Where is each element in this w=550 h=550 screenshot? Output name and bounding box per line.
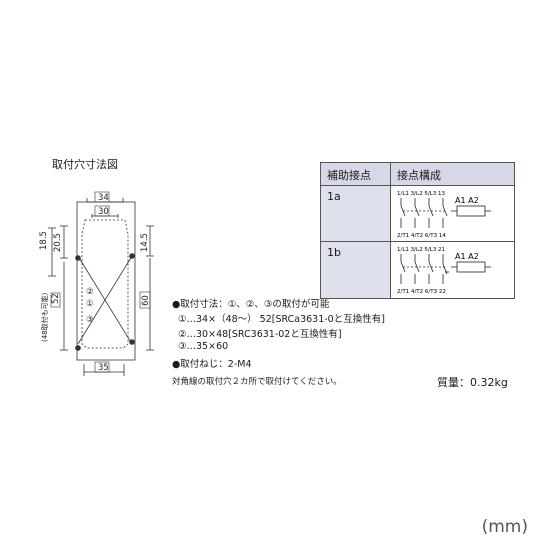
hole-marker-1: ① (86, 299, 94, 309)
dim-left-mid: 20.5 (53, 233, 63, 252)
dim-right-tall: 60 (141, 295, 151, 306)
dim-top-inner: 30 (98, 207, 109, 217)
hole-marker-2: ② (86, 287, 94, 297)
unit-label: (mm) (481, 517, 528, 537)
mount-screws: ●取付ねじ：2-M4 (172, 359, 252, 370)
mounting-hole-bottom-left (75, 345, 81, 351)
dim-left-note: (48取付も可能) (40, 292, 49, 342)
diagram-title: 取付穴寸法図 (52, 158, 118, 171)
table-row: 1b 1/L1 3/L2 5/L3 21 A1 A2 2/T1 4/T2 6/T… (321, 242, 514, 298)
header-aux-contact: 補助接点 (321, 163, 391, 185)
schematic-1a-svg: 1/L1 3/L2 5/L3 13 A1 A2 2/T1 4/T2 6/T3 1… (397, 191, 491, 239)
mounting-hole-bottom-right (129, 339, 135, 345)
row-type: 1a (321, 186, 391, 241)
dim-bottom: 35 (98, 363, 109, 373)
header-contact-config: 接点構成 (397, 169, 441, 182)
hole-marker-3: ③ (86, 315, 94, 325)
schematic-bottom-labels: 2/T1 4/T2 6/T3 14 (397, 233, 446, 239)
schematic-coil-label: A1 A2 (455, 196, 479, 205)
diagonal-note: 対角線の取付穴２カ所で取付けてください。 (172, 377, 342, 387)
mounting-hole-top-right (129, 253, 135, 259)
schematic-1b-svg: 1/L1 3/L2 5/L3 21 A1 A2 2/T1 4/T2 6/T3 2… (397, 247, 491, 295)
table-row: 1a 1/L1 3/L2 5/L3 13 A1 A2 2/T1 4/T2 6/T… (321, 186, 514, 242)
row-type: 1b (321, 242, 391, 298)
schematic-top-labels: 1/L1 3/L2 5/L3 21 (397, 247, 445, 253)
mount-dims-heading: ●取付寸法：①、②、③の取付が可能 (172, 299, 330, 310)
table-header: 補助接点 接点構成 (321, 163, 514, 186)
mount-option-2: ②…30×48[SRC3631-02と互換性有] (178, 329, 342, 340)
diagonal-line-2 (77, 255, 133, 345)
dim-left-top: 18.5 (39, 231, 49, 250)
schematic-coil-label: A1 A2 (455, 252, 479, 261)
dim-right-top: 14.5 (140, 233, 150, 252)
schematic-bottom-labels: 2/T1 4/T2 6/T3 22 (397, 289, 446, 295)
schematic-top-labels: 1/L1 3/L2 5/L3 13 (397, 191, 445, 197)
contact-table: 補助接点 接点構成 1a 1/L1 3/L2 5/L3 13 A1 A2 2/T… (320, 162, 515, 299)
mount-option-1: ①…34×（48～） 52[SRCa3631-0と互換性有] (178, 314, 385, 325)
weight: 質量：0.32kg (437, 376, 508, 389)
contact-schematic-1a: 1/L1 3/L2 5/L3 13 A1 A2 2/T1 4/T2 6/T3 1… (391, 186, 514, 241)
contact-schematic-1b: 1/L1 3/L2 5/L3 21 A1 A2 2/T1 4/T2 6/T3 2… (391, 242, 514, 298)
mounting-hole-top-left (75, 255, 81, 261)
dim-top-outer: 34 (98, 193, 109, 203)
dim-left-tall: 52 (51, 293, 61, 304)
mount-option-3: ③…35×60 (178, 341, 229, 352)
